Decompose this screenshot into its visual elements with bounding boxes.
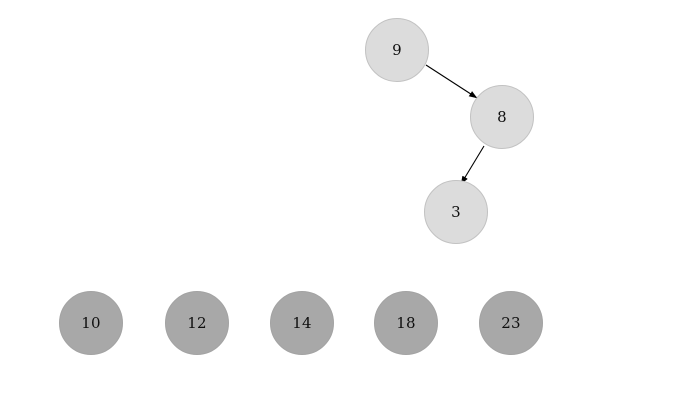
graph-node-23[interactable]: 23 — [479, 291, 543, 355]
graph-node-18[interactable]: 18 — [374, 291, 438, 355]
node-label: 12 — [187, 313, 207, 332]
graph-node-12[interactable]: 12 — [165, 291, 229, 355]
graph-node-14[interactable]: 14 — [270, 291, 334, 355]
node-label: 10 — [81, 313, 101, 332]
graph-edge-n9-to-n8 — [425, 64, 478, 99]
graph-node-3[interactable]: 3 — [424, 180, 488, 244]
node-label: 14 — [292, 313, 312, 332]
graph-node-9[interactable]: 9 — [365, 18, 429, 82]
node-label: 3 — [451, 202, 461, 221]
graph-edge-n8-to-n3 — [460, 145, 485, 185]
node-label: 8 — [497, 107, 507, 126]
node-label: 18 — [396, 313, 416, 332]
graph-node-8[interactable]: 8 — [470, 85, 534, 149]
node-label: 9 — [392, 40, 402, 59]
node-label: 23 — [501, 313, 521, 332]
graph-node-10[interactable]: 10 — [59, 291, 123, 355]
